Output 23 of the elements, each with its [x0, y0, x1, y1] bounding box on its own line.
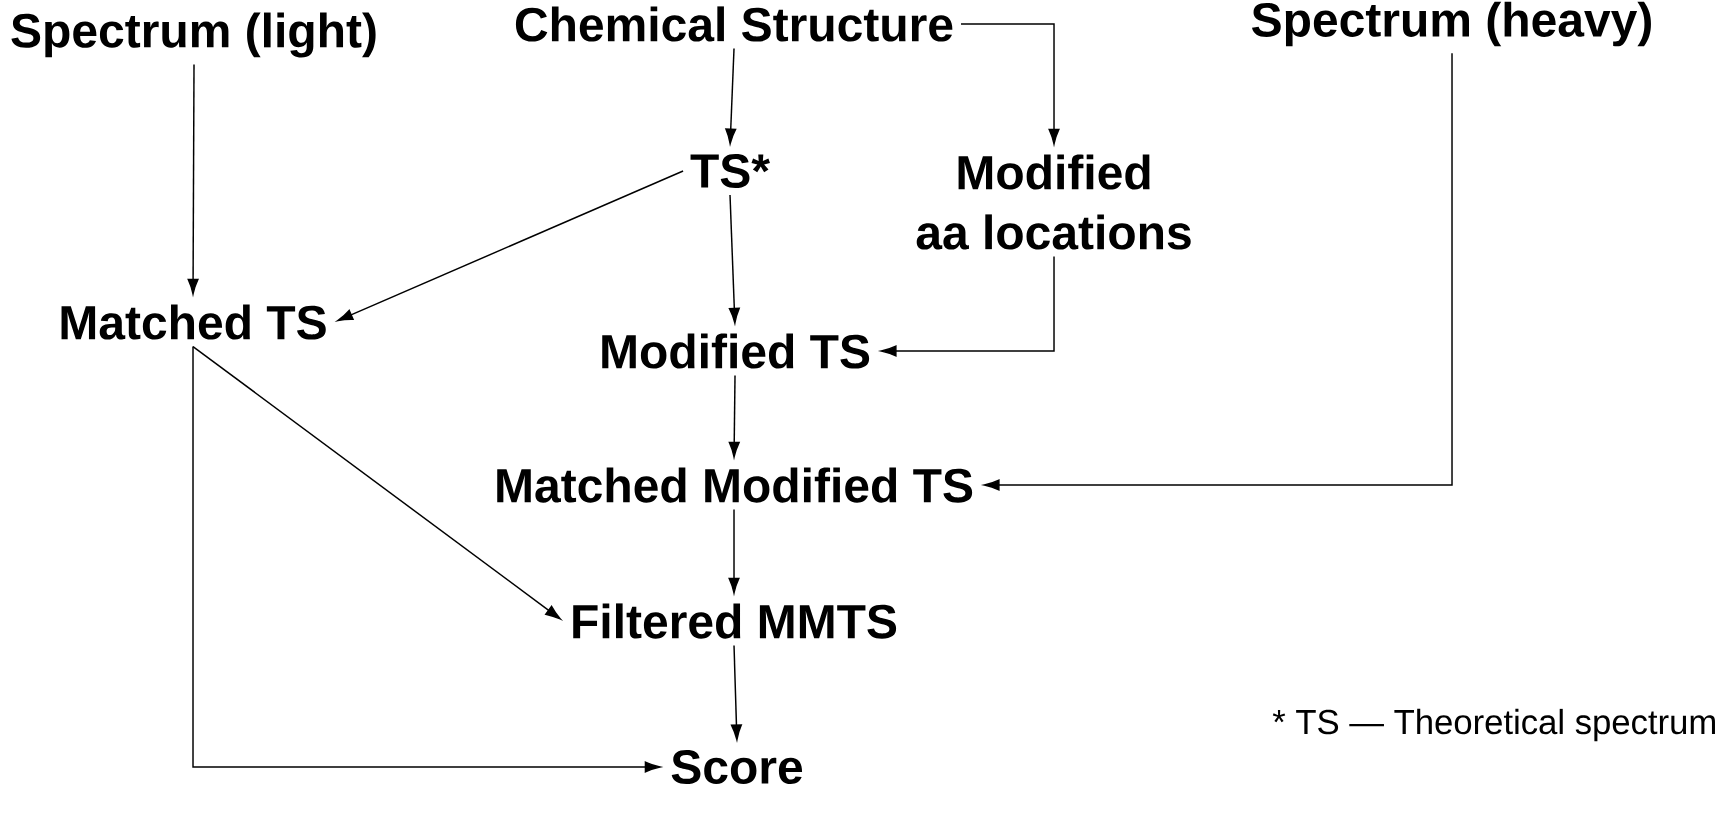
arrow	[337, 170, 684, 322]
step-label: Spectrum (light)	[11, 12, 376, 58]
step-label: Filtered MMTS	[573, 603, 897, 639]
step-label: Modified TS	[602, 333, 870, 369]
arrow	[192, 345, 561, 620]
arrow	[728, 194, 740, 324]
arrow	[728, 374, 740, 458]
elbow-arrow	[983, 52, 1453, 491]
step-label: Matched Modified TS	[497, 467, 973, 503]
footnote: * TS — Theoretical spectrum	[1272, 708, 1715, 742]
elbow-arrow	[880, 255, 1055, 357]
step-label: Spectrum (heavy)	[1252, 1, 1651, 47]
step-label: Chemical Structure	[515, 6, 953, 42]
arrow	[725, 47, 737, 145]
step-label: Score	[671, 750, 803, 784]
elbow-arrow	[192, 345, 661, 773]
elbow-arrow	[960, 23, 1060, 145]
arrow	[187, 63, 199, 295]
step-label: Matched TS	[61, 304, 326, 340]
arrow	[728, 508, 740, 594]
step-label: Modified aa locations	[916, 154, 1191, 250]
arrow	[730, 644, 742, 741]
step-label: TS*	[690, 154, 770, 188]
